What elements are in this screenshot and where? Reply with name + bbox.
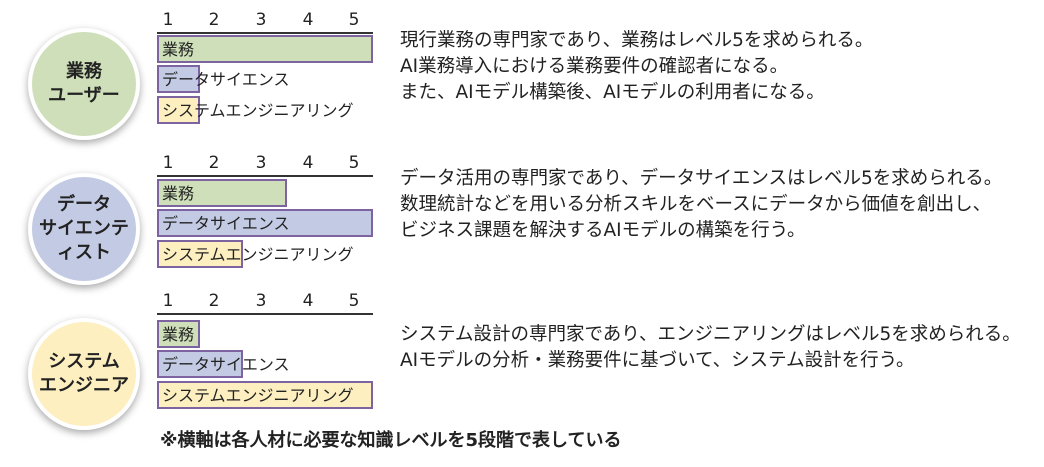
axis-tick-label: 5: [348, 291, 360, 311]
skill-bar-label: データサイエンス: [162, 214, 290, 233]
role-description-line: システム設計の専門家であり、エンジニアリングはレベル5を求められる。: [400, 324, 1021, 345]
axis-tick-label: 4: [302, 10, 314, 30]
role-description-line: AI業務導入における業務要件の確認者になる。: [400, 56, 789, 77]
role-name-line: エンジニア: [39, 375, 129, 396]
role-description-line: 数理統計などを用いる分析スキルをベースにデータから価値を創出し、: [400, 194, 992, 215]
skill-bar-label: システムエンジニアリング: [162, 101, 354, 120]
axis-tick-label: 1: [162, 291, 174, 311]
skill-bar-business: [157, 179, 287, 207]
role-name: 業務ユーザー: [48, 60, 120, 108]
level-axis: 1 2 3 4 5: [157, 153, 373, 177]
skill-bar-datascience: [157, 65, 201, 93]
role-name-line: 業務: [65, 61, 102, 82]
skill-bar-business: [157, 35, 373, 63]
role-name-line: サイエンティスト: [39, 218, 129, 263]
skill-bar-label: 業務: [162, 40, 195, 59]
role-name-line: データ: [57, 194, 111, 215]
role-description-line: AIモデルの分析・業務要件に基づいて、システム設計を行う。: [400, 350, 915, 371]
skill-bar-system: [157, 381, 373, 409]
role-circle: データサイエンティスト: [28, 173, 140, 285]
axis-tick-label: 1: [162, 10, 174, 30]
skill-bar-label: 業務: [162, 184, 195, 203]
skill-bar-label: システムエンジニアリング: [162, 245, 354, 264]
role-description-line: 現行業務の専門家であり、業務はレベル5を求められる。: [400, 30, 874, 51]
axis-tick-label: 2: [208, 153, 220, 173]
role-description-line: また、AIモデル構築後、AIモデルの利用者になる。: [400, 82, 825, 103]
skill-bar-system: [157, 96, 201, 124]
axis-tick-label: 3: [255, 153, 267, 173]
skill-bar-label: データサイエンス: [162, 355, 290, 374]
role-description-line: データ活用の専門家であり、データサイエンスはレベル5を求められる。: [400, 168, 1003, 189]
level-axis: 1 2 3 4 5: [157, 10, 373, 34]
role-name-line: ユーザー: [48, 85, 120, 106]
skill-bar-datascience: [157, 350, 244, 378]
skill-bar-label: システムエンジニアリング: [162, 386, 354, 405]
level-axis: 1 2 3 4 5: [157, 291, 373, 315]
role-name: システムエンジニア: [39, 350, 129, 398]
skill-bar-label: データサイエンス: [162, 70, 290, 89]
skill-bar-business: [157, 320, 201, 348]
axis-tick-label: 5: [348, 10, 360, 30]
axis-tick-label: 3: [255, 291, 267, 311]
axis-tick-label: 4: [302, 153, 314, 173]
role-name: データサイエンティスト: [32, 193, 136, 265]
role-circle: 業務ユーザー: [28, 28, 140, 140]
axis-tick-label: 4: [302, 291, 314, 311]
axis-tick-label: 3: [255, 10, 267, 30]
role-description-line: ビジネス課題を解決するAIモデルの構築を行う。: [400, 220, 806, 241]
axis-tick-label: 2: [208, 10, 220, 30]
axis-tick-label: 2: [208, 291, 220, 311]
skill-bar-datascience: [157, 209, 373, 237]
axis-tick-label: 5: [348, 153, 360, 173]
role-name-line: システム: [48, 351, 120, 372]
footnote: ※横軸は各人材に必要な知識レベルを5段階で表している: [160, 430, 622, 451]
skill-bar-system: [157, 240, 244, 268]
skill-bar-label: 業務: [162, 325, 195, 344]
axis-tick-label: 1: [162, 153, 174, 173]
role-circle: システムエンジニア: [28, 318, 140, 430]
